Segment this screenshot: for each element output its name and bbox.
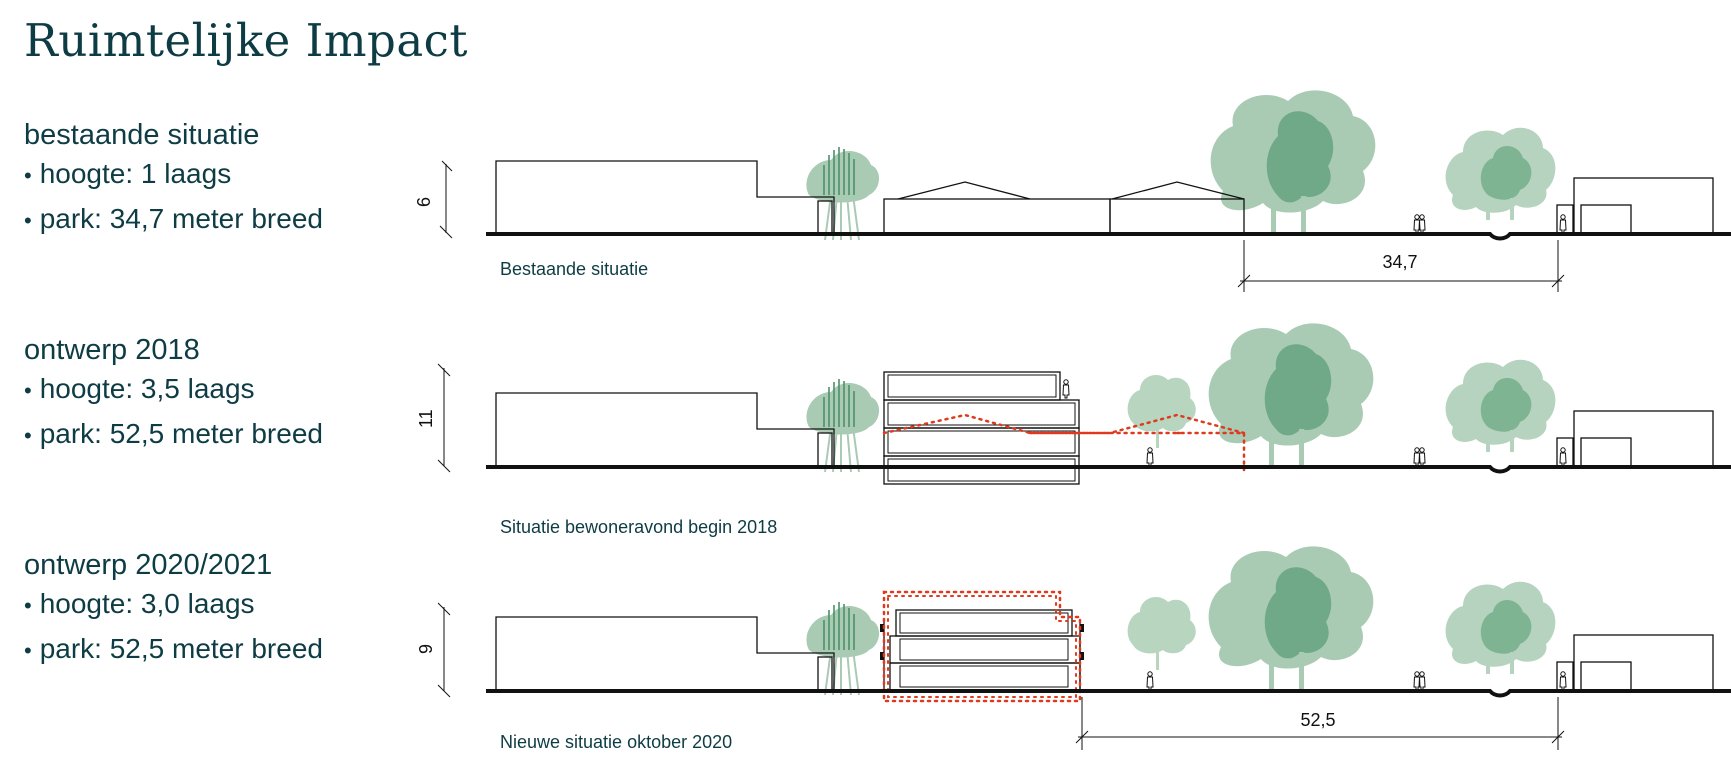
bullet-text: park: 34,7 meter breed: [39, 203, 323, 234]
section-caption: Situatie bewoneravond begin 2018: [500, 517, 777, 537]
section-heading: ontwerp 2020/2021: [24, 549, 273, 581]
section-heading: ontwerp 2018: [24, 334, 200, 366]
section-heading: bestaande situatie: [24, 119, 260, 151]
section-drawing-existing: 6 34,7 Bestaande situatie: [414, 90, 1731, 292]
section-drawing-2020: 9 52,5 Nieuwe situa: [416, 546, 1731, 752]
bullet-text: hoogte: 3,0 laags: [39, 588, 255, 619]
section-caption: Nieuwe situatie oktober 2020: [500, 732, 732, 752]
section-caption: Bestaande situatie: [500, 259, 648, 279]
section-design-2020: ontwerp 2020/2021 •hoogte: 3,0 laags •pa…: [24, 548, 323, 672]
dimension-label: 34,7: [1382, 252, 1417, 272]
section-existing: bestaande situatie •hoogte: 1 laags •par…: [24, 118, 323, 242]
height-label: 6: [414, 197, 434, 207]
bullet-height: •hoogte: 3,0 laags: [24, 588, 255, 619]
bullet-park: •park: 52,5 meter breed: [24, 418, 323, 449]
dimension-label: 52,5: [1300, 710, 1335, 730]
bullet-park: •park: 52,5 meter breed: [24, 633, 323, 664]
height-label: 11: [416, 409, 436, 428]
section-design-2018: ontwerp 2018 •hoogte: 3,5 laags •park: 5…: [24, 333, 323, 457]
bullet-text: hoogte: 1 laags: [39, 158, 232, 189]
bullet-text: park: 52,5 meter breed: [39, 633, 323, 664]
bullet-park: •park: 34,7 meter breed: [24, 203, 323, 234]
bullet-height: •hoogte: 3,5 laags: [24, 373, 255, 404]
bullet-text: park: 52,5 meter breed: [39, 418, 323, 449]
page-title: Ruimtelijke Impact: [24, 14, 468, 67]
bullet-text: hoogte: 3,5 laags: [39, 373, 255, 404]
section-drawing-2018: 11 Situatie bewoneravond begin 2018: [416, 323, 1731, 537]
bullet-height: •hoogte: 1 laags: [24, 158, 232, 189]
height-label: 9: [416, 644, 436, 654]
